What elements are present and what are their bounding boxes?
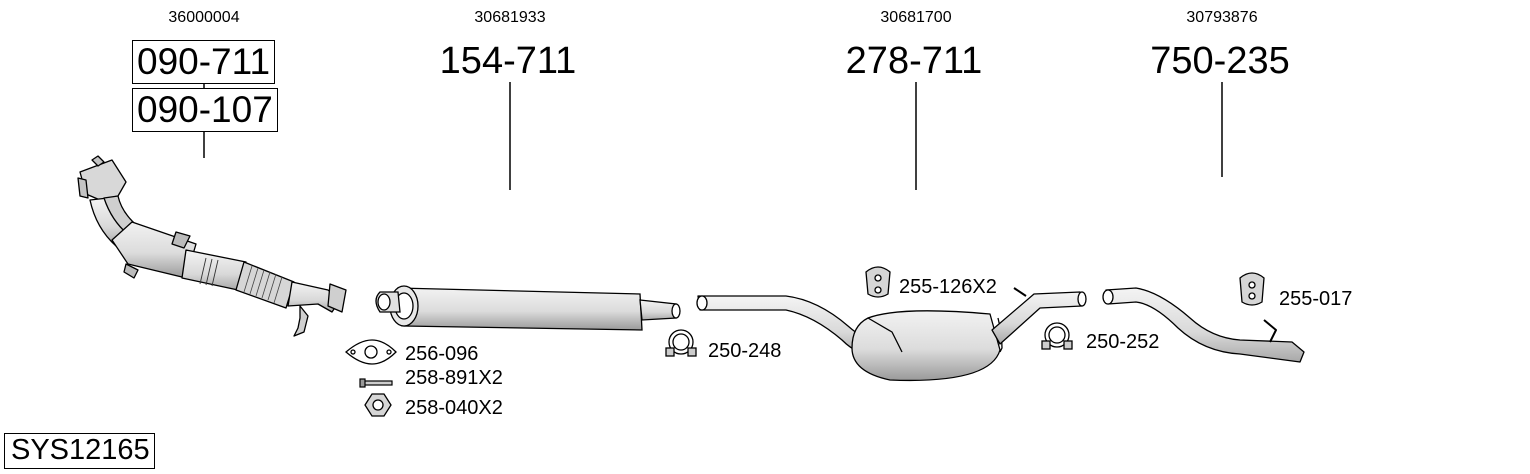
middle-silencer [375,285,681,331]
accessory-label-gasket: 256-096 [405,343,479,365]
part-label-front-pipe-bottom: 090-107 [132,88,278,132]
oe-number-front-pipe: 36000004 [168,9,240,26]
rubber-mount-icon-1 [865,266,891,298]
oe-number-middle-silencer: 30681933 [474,9,546,26]
gasket-icon [345,339,397,365]
system-code-label: SYS12165 [4,433,155,469]
leader-lines [203,79,1223,190]
part-label-middle-silencer: 154-711 [439,40,577,82]
accessory-label-clamp-2: 250-252 [1086,331,1160,353]
rear-silencer [696,287,1087,382]
nut-icon [364,393,392,417]
accessory-label-clamp-1: 250-248 [708,340,782,362]
rubber-mount-icon-2 [1239,272,1265,306]
tail-pipe [1102,287,1305,363]
clamp-icon-1 [665,329,697,357]
part-label-rear-silencer: 278-711 [845,40,983,82]
accessory-label-rubber-mount-1: 255-126X2 [899,276,997,298]
part-label-front-pipe-top: 090-711 [132,40,276,84]
accessory-label-rubber-mount-2: 255-017 [1279,288,1353,310]
accessory-label-nut: 258-040X2 [405,397,503,419]
bolt-icon [359,378,393,388]
oe-number-tail-pipe: 30793876 [1186,9,1258,26]
accessory-label-bolt: 258-891X2 [405,367,503,389]
clamp-icon-2 [1041,322,1073,350]
front-pipe-with-catalyst [77,155,347,337]
oe-number-rear-silencer: 30681700 [880,9,952,26]
part-label-tail-pipe: 750-235 [1150,40,1290,82]
